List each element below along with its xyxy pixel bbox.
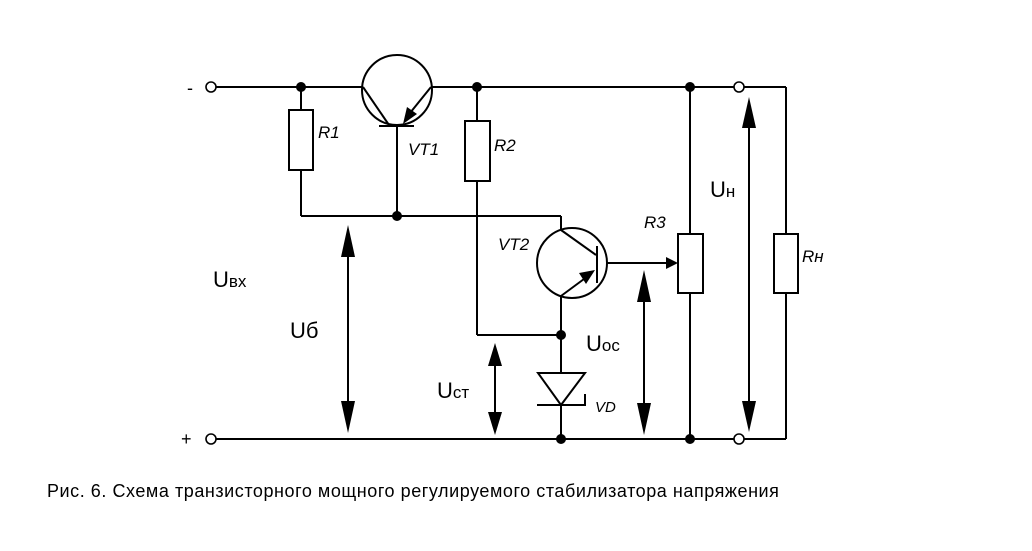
resistor-r1: R1 xyxy=(288,109,340,171)
junction-dot xyxy=(296,82,306,92)
r2-label: R2 xyxy=(494,136,516,155)
output-terminal-plus xyxy=(733,433,745,445)
junctions xyxy=(296,82,695,444)
voltage-arrow-u-n xyxy=(742,97,756,432)
u-n-label: Uн xyxy=(710,177,735,202)
output-terminal-minus xyxy=(733,81,745,93)
transistor-vt1: VT1 xyxy=(361,54,439,159)
r3-body xyxy=(677,233,704,294)
vd-cathode-bar xyxy=(537,394,586,406)
terminals: - + xyxy=(181,78,745,449)
vt1-envelope xyxy=(361,54,433,126)
junction-dot xyxy=(685,82,695,92)
wiper-arrow-head xyxy=(666,257,678,269)
u-in-label: Uвх xyxy=(213,267,247,292)
voltage-arrow-u-os xyxy=(637,270,651,435)
u-b-label: Uб xyxy=(290,318,319,343)
potentiometer-r3: R3 xyxy=(644,213,704,294)
figure-caption: Рис. 6. Схема транзисторного мощного рег… xyxy=(47,481,780,501)
vd-triangle xyxy=(536,372,587,407)
vt2-collector xyxy=(560,229,597,256)
vt2-emitter xyxy=(560,278,585,297)
rn-label: Rн xyxy=(802,247,824,266)
junction-dot xyxy=(392,211,402,221)
u-n-arrow-down xyxy=(742,401,756,432)
resistor-rn: Rн xyxy=(773,233,824,294)
zener-diode-vd: VD xyxy=(536,372,616,416)
u-b-arrow-down xyxy=(341,401,355,433)
junction-dot xyxy=(556,434,566,444)
vt1-collector xyxy=(362,86,390,126)
u-os-label: Uос xyxy=(586,331,620,356)
u-st-arrow-down xyxy=(488,412,502,435)
junction-dot xyxy=(685,434,695,444)
voltage-arrow-u-b xyxy=(341,225,355,433)
u-n-arrow-up xyxy=(742,97,756,128)
vt2-label: VT2 xyxy=(498,235,530,254)
minus-sign: - xyxy=(187,78,193,98)
junction-dot xyxy=(556,330,566,340)
u-os-arrow-down xyxy=(637,403,651,435)
vt1-emitter xyxy=(409,86,432,114)
vt1-emitter-arrow xyxy=(403,107,417,124)
input-terminal-plus xyxy=(205,433,217,445)
transistor-vt2: VT2 xyxy=(498,227,608,299)
r1-body xyxy=(288,109,314,171)
plus-sign: + xyxy=(181,429,192,449)
input-terminal-minus xyxy=(205,81,217,93)
r1-label: R1 xyxy=(318,123,340,142)
vt1-label: VT1 xyxy=(408,140,439,159)
vd-label: VD xyxy=(595,399,616,416)
r2-body xyxy=(464,120,491,182)
r3-label: R3 xyxy=(644,213,666,232)
u-os-arrow-up xyxy=(637,270,651,302)
resistor-r2: R2 xyxy=(464,120,516,182)
vt2-emitter-arrow xyxy=(579,270,595,284)
u-b-arrow-up xyxy=(341,225,355,257)
voltage-arrow-u-st xyxy=(488,343,502,435)
rn-body xyxy=(773,233,799,294)
wires xyxy=(216,86,787,440)
u-st-arrow-up xyxy=(488,343,502,366)
vt2-envelope xyxy=(536,227,608,299)
junction-dot xyxy=(472,82,482,92)
u-st-label: Uст xyxy=(437,378,469,403)
